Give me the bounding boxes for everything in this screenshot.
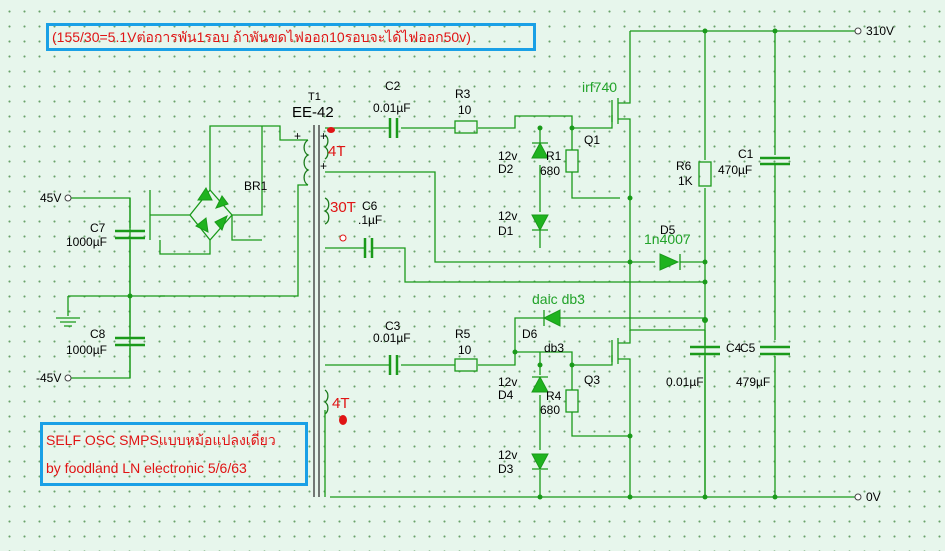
plus-marker: +: [294, 129, 302, 143]
primary-winding: [303, 139, 310, 186]
d2-value: 12v: [498, 149, 518, 163]
q3-ref: Q3: [584, 373, 601, 387]
r3-value: 10: [458, 103, 472, 117]
note-box-top: [46, 23, 536, 51]
c4-value: 0.01µF: [666, 375, 704, 389]
r4-ref: R4: [546, 389, 562, 403]
c7-ref: C7: [90, 221, 106, 235]
winding-label-4t-top: 4T: [328, 143, 346, 160]
d1-ref: D1: [498, 224, 514, 238]
c4-ref: C4: [726, 341, 742, 355]
d6-sub: db3: [544, 341, 565, 355]
d4-value: 12v: [498, 375, 518, 389]
d3-value: 12v: [498, 448, 518, 462]
winding-label-4t-bottom: 4T: [332, 395, 350, 412]
br1-ref: BR1: [244, 179, 268, 193]
d1-value: 12v: [498, 209, 518, 223]
c2-value: 0.01µF: [373, 101, 411, 115]
r4-value: 680: [540, 403, 561, 417]
note-bottom-line2: by foodland LN electronic 5/6/63: [46, 460, 247, 476]
note-bottom-line1: SELF OSC SMPSแบบหม้อแปลงเดี่ยว: [46, 432, 276, 448]
note-box-bottom: [40, 422, 308, 486]
c1-value: 470µF: [718, 163, 753, 177]
note-top-text: (155/30=5.1Vต่อการพัน1รอบ ถ้าพันขดไฟออก1…: [52, 29, 471, 45]
transformer-ref: T1: [308, 91, 321, 103]
r5-value: 10: [458, 343, 472, 357]
c2-ref: C2: [385, 79, 401, 93]
d5-value: 1n4007: [644, 231, 691, 247]
transformer-core-label: EE-42: [292, 104, 334, 121]
r6-value: 1K: [678, 174, 693, 188]
rail-label-0v: 0V: [866, 490, 881, 504]
c6-ref: C6: [362, 199, 378, 213]
c6-value: .1µF: [358, 213, 383, 227]
r1-value: 680: [540, 164, 561, 178]
rail-label-minus45v: -45V: [36, 371, 62, 385]
winding-4t-top: [323, 134, 329, 160]
transformer-core: [313, 125, 320, 497]
q1-value: irf740: [582, 79, 618, 95]
c1-ref: C1: [738, 147, 754, 161]
r6-ref: R6: [676, 159, 692, 173]
q1-ref: Q1: [584, 133, 601, 147]
c3-value: 0.01µF: [373, 331, 411, 345]
d5-ref: D5: [660, 223, 676, 237]
c5-value: 479µF: [736, 375, 771, 389]
d2-ref: D2: [498, 162, 514, 176]
d6-value: daic db3: [532, 291, 585, 307]
r3-ref: R3: [455, 87, 471, 101]
winding-4t-bottom: [323, 389, 329, 415]
rail-label-45v: 45V: [40, 191, 62, 205]
plus-marker: +: [320, 129, 328, 143]
r1-ref: R1: [546, 149, 562, 163]
plus-marker: +: [320, 159, 328, 173]
c3-ref: C3: [385, 319, 401, 333]
d6-ref: D6: [522, 327, 538, 341]
d3-ref: D3: [498, 462, 514, 476]
c5-ref: C5: [740, 341, 756, 355]
c7-value: 1000µF: [66, 235, 107, 249]
d4-ref: D4: [498, 388, 514, 402]
c8-value: 1000µF: [66, 343, 107, 357]
c8-ref: C8: [90, 327, 106, 341]
winding-label-30t: 30T: [330, 199, 356, 216]
rail-label-310v: 310V: [866, 24, 895, 38]
winding-30t: [323, 197, 330, 225]
r5-ref: R5: [455, 327, 471, 341]
